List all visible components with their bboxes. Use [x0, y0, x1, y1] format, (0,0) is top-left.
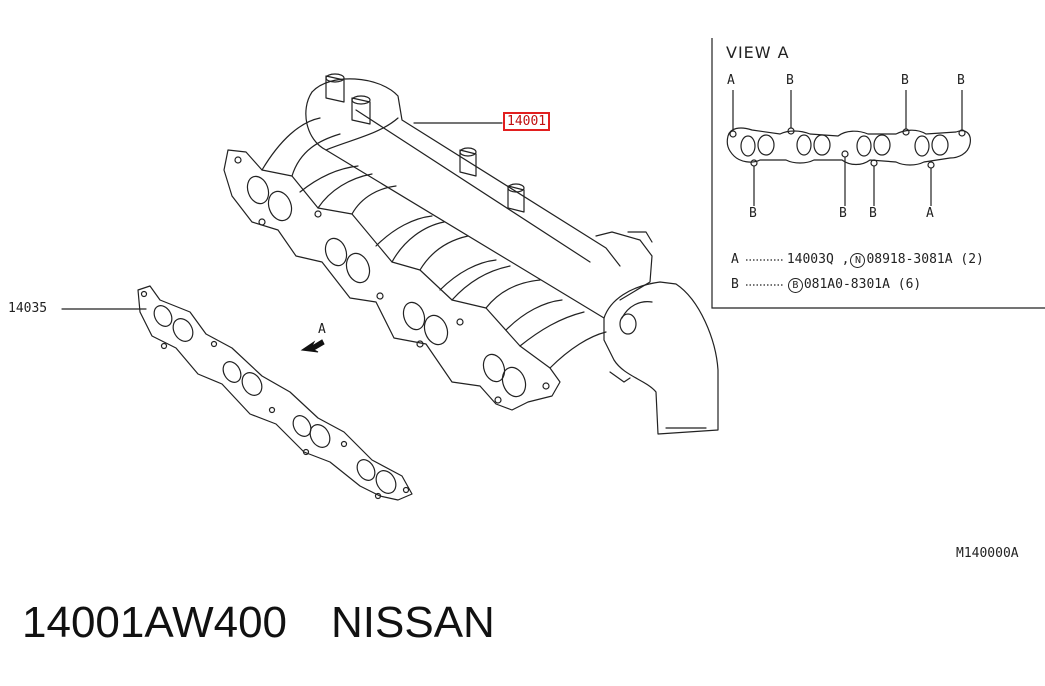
view-a-title: VIEW A: [726, 43, 790, 62]
marker-bottom-1: B: [749, 206, 757, 221]
gasket-part-number[interactable]: 14035: [8, 301, 48, 316]
marker-top-2: B: [786, 73, 794, 88]
marker-top-1: A: [727, 73, 735, 88]
marker-bottom-4: A: [926, 206, 934, 221]
legend-fastener[interactable]: 08918-3081A: [866, 252, 953, 267]
marker-bottom-2: B: [839, 206, 847, 221]
intake-manifold-drawing: [223, 73, 719, 435]
legend-key: B: [731, 277, 739, 292]
legend-qty: (6): [897, 277, 922, 292]
marker-top-4: B: [957, 73, 965, 88]
legend-key: A: [731, 252, 739, 267]
manifold-part-number[interactable]: 14001: [503, 112, 551, 131]
legend-part[interactable]: 14003Q: [786, 252, 834, 267]
view-arrow-label: A: [318, 322, 326, 337]
footer-title: 14001AW400 NISSAN: [22, 598, 495, 648]
marker-bottom-3: B: [869, 206, 877, 221]
footer-part-number: 14001AW400: [22, 598, 288, 647]
manifold-callout: 14001: [503, 112, 551, 131]
figure-code: M140000A: [956, 546, 1019, 561]
nut-symbol-icon: N: [850, 253, 866, 268]
gasket-drawing: [137, 285, 413, 501]
view-a-arrow: [300, 339, 325, 353]
view-a-inset: [711, 38, 1045, 309]
legend-fastener[interactable]: 081A0-8301A: [803, 277, 890, 292]
legend-qty: (2): [960, 252, 984, 267]
marker-top-3: B: [901, 73, 909, 88]
bolt-symbol-icon: B: [787, 278, 803, 293]
footer-brand: NISSAN: [331, 598, 495, 647]
